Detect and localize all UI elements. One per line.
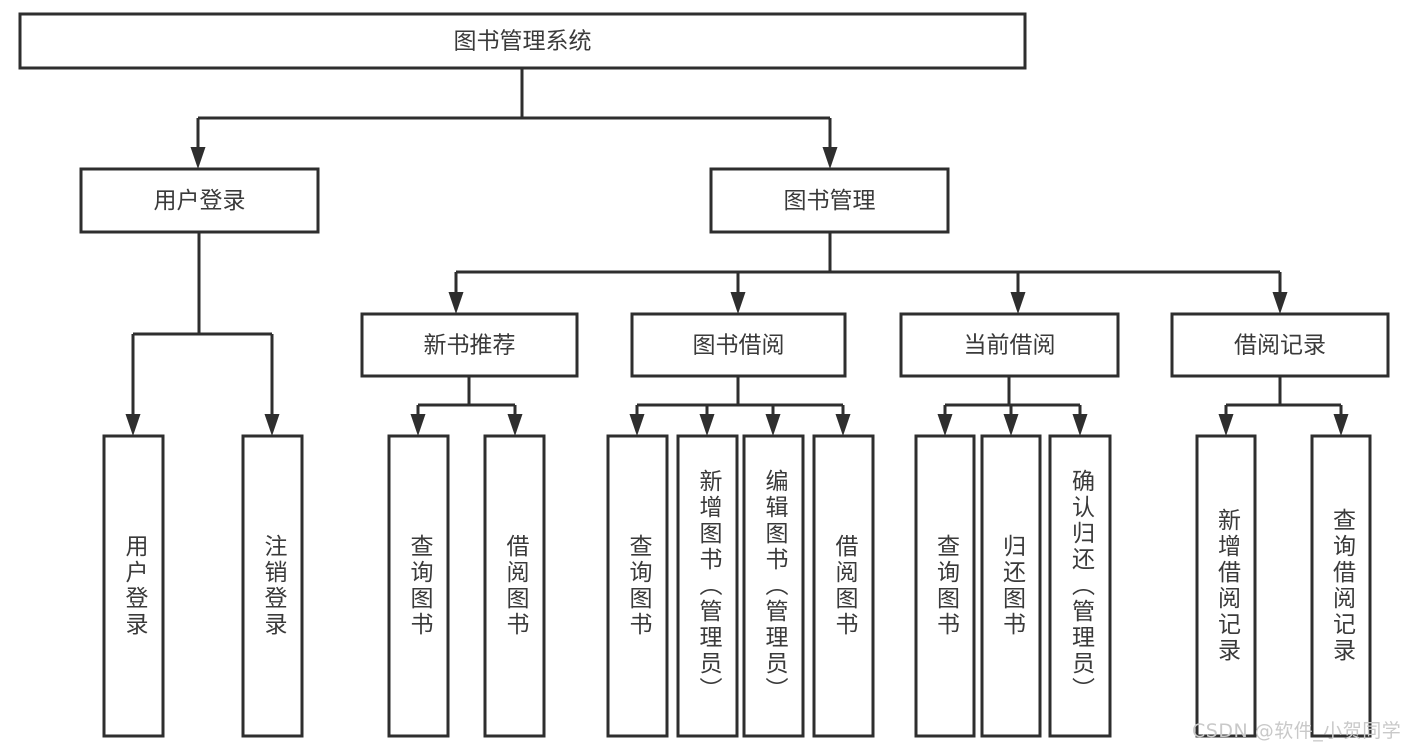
node-box-new-book-rec[interactable]: [360, 312, 579, 378]
node-label-book-manage: 图书管理: [784, 188, 876, 214]
connector-arrow-icon: [410, 414, 426, 436]
node-box-borrow-record[interactable]: [1170, 312, 1390, 378]
node-label-root: 图书管理系统: [454, 29, 592, 55]
node-box-leaf-rec-borrow-book[interactable]: [483, 434, 546, 738]
connector-group-new-book-rec-bus: [410, 376, 523, 436]
connector-arrow-icon: [822, 147, 838, 169]
connector-arrow-icon: [125, 414, 141, 436]
connector-arrow-icon: [629, 414, 645, 436]
node-box-leaf-add-book-admin[interactable]: [676, 434, 739, 738]
connector-group-book-manage-bus: [448, 232, 1288, 314]
node-box-leaf-borrow-book[interactable]: [812, 434, 875, 738]
connector-layer: [125, 68, 1349, 436]
node-label-user-login: 用户登录: [154, 188, 246, 214]
connector-arrow-icon: [507, 414, 523, 436]
connector-arrow-icon: [1010, 292, 1026, 314]
connector-arrow-icon: [937, 414, 953, 436]
connector-arrow-icon: [835, 414, 851, 436]
connector-group-user-login-bus: [125, 232, 280, 436]
node-box-leaf-edit-book-admin[interactable]: [742, 434, 805, 738]
node-box-leaf-user-logout[interactable]: [241, 434, 304, 738]
node-box-root[interactable]: [18, 12, 1027, 70]
node-box-current-borrow[interactable]: [899, 312, 1120, 378]
connector-arrow-icon: [1218, 414, 1234, 436]
node-box-leaf-borrow-query-book[interactable]: [606, 434, 669, 738]
connector-arrow-icon: [1272, 292, 1288, 314]
connector-group-book-borrow-bus: [629, 376, 851, 436]
connector-arrow-icon: [1333, 414, 1349, 436]
node-box-user-login[interactable]: [79, 167, 320, 234]
connector-group-root-bus: [190, 68, 838, 169]
node-box-book-manage[interactable]: [709, 167, 950, 234]
connector-arrow-icon: [765, 414, 781, 436]
node-label-borrow-record: 借阅记录: [1234, 333, 1326, 359]
connector-group-current-borrow-bus: [937, 376, 1088, 436]
node-box-leaf-add-borrow-record[interactable]: [1195, 434, 1257, 738]
box-layer: [18, 12, 1390, 738]
node-label-new-book-rec: 新书推荐: [424, 333, 516, 359]
connector-arrow-icon: [1072, 414, 1088, 436]
node-label-current-borrow: 当前借阅: [964, 333, 1056, 359]
connector-arrow-icon: [730, 292, 746, 314]
connector-arrow-icon: [264, 414, 280, 436]
connector-group-borrow-record-bus: [1218, 376, 1349, 436]
node-box-leaf-return-book[interactable]: [980, 434, 1042, 738]
connector-arrow-icon: [448, 292, 464, 314]
node-label-book-borrow: 图书借阅: [693, 333, 785, 359]
node-box-leaf-query-borrow-record[interactable]: [1310, 434, 1372, 738]
node-box-leaf-confirm-return-admin[interactable]: [1048, 434, 1112, 738]
node-box-book-borrow[interactable]: [630, 312, 847, 378]
node-box-leaf-rec-query-book[interactable]: [387, 434, 450, 738]
node-box-leaf-cur-query-book[interactable]: [914, 434, 976, 738]
connector-arrow-icon: [1003, 414, 1019, 436]
csdn-watermark: CSDN @软件_小贺同学: [1192, 720, 1402, 742]
connector-arrow-icon: [699, 414, 715, 436]
connector-arrow-icon: [190, 147, 206, 169]
node-box-leaf-user-login[interactable]: [102, 434, 165, 738]
